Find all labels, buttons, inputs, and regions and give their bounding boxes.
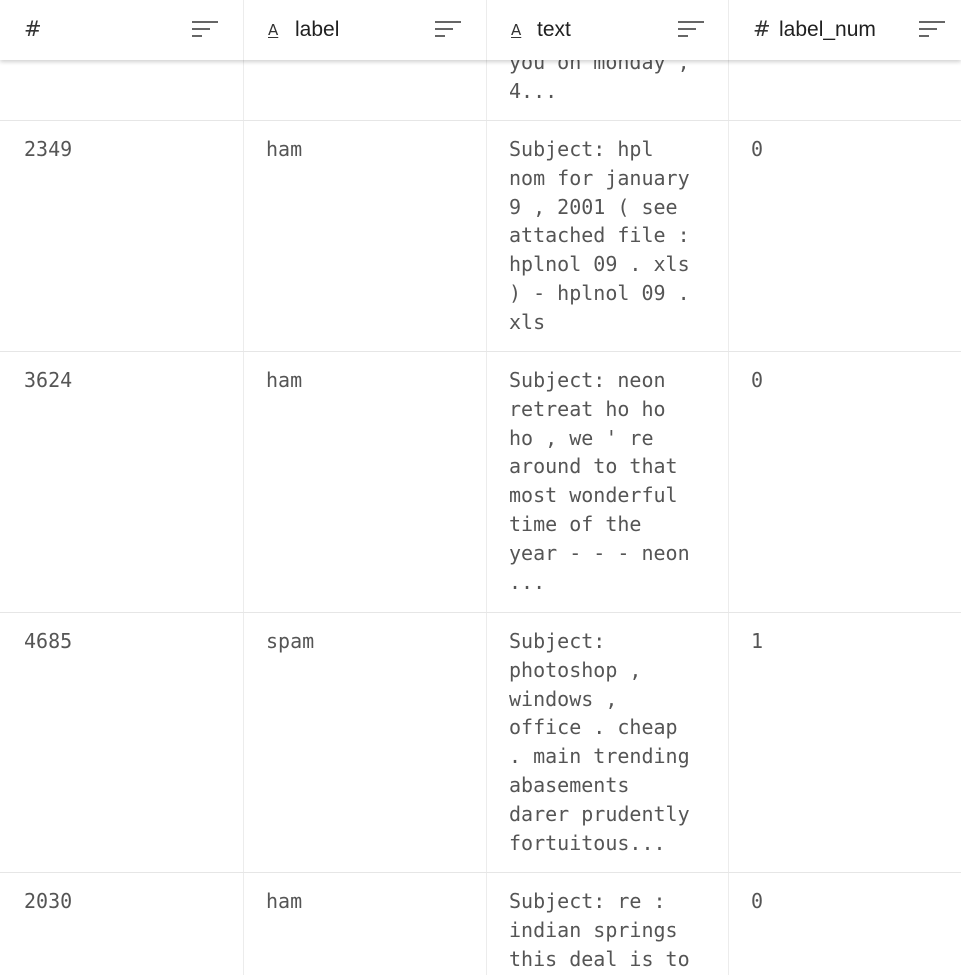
text-type-icon: A: [268, 21, 279, 39]
table-row: 2030 ham Subject: re : indian springs th…: [0, 873, 961, 975]
label-cell: ham: [266, 368, 303, 392]
text-cell: Subject: re : indian springs this deal i…: [509, 889, 690, 971]
text-cell: Subject: neon retreat ho ho ho , we ' re…: [509, 368, 690, 594]
index-cell: 3624: [24, 368, 73, 392]
text-cell: Subject: hpl nom for january 9 , 2001 ( …: [509, 137, 690, 334]
label-num-cell: 0: [751, 889, 764, 913]
table-row: 3624 ham Subject: neon retreat ho ho ho …: [0, 352, 961, 613]
column-header-text-col[interactable]: A text: [487, 0, 729, 60]
sort-icon[interactable]: [435, 20, 461, 38]
sort-icon[interactable]: [678, 20, 704, 38]
index-cell: 4685: [24, 629, 73, 653]
column-header-label: label: [295, 18, 340, 41]
column-header-label: label_num: [779, 18, 876, 41]
table-row: 4685 spam Subject: photoshop , windows ,…: [0, 613, 961, 873]
column-header-label-col[interactable]: A label: [244, 0, 487, 60]
index-cell: 2030: [24, 889, 73, 913]
number-type-icon: #: [753, 17, 771, 41]
sort-icon[interactable]: [192, 20, 218, 38]
sort-icon[interactable]: [919, 20, 945, 38]
number-type-icon: #: [24, 17, 42, 41]
label-num-cell: 0: [751, 137, 764, 161]
label-num-cell: 1: [751, 629, 764, 653]
column-header-label-num-col[interactable]: # label_num: [729, 0, 961, 60]
column-header-label: text: [537, 18, 571, 41]
label-num-cell: 0: [751, 368, 764, 392]
table-row: 2349 ham Subject: hpl nom for january 9 …: [0, 121, 961, 352]
index-cell: 2349: [24, 137, 73, 161]
label-cell: ham: [266, 889, 303, 913]
text-cell: Subject: photoshop , windows , office . …: [509, 629, 690, 855]
label-cell: ham: [266, 137, 303, 161]
column-header-index[interactable]: #: [0, 0, 244, 60]
text-type-icon: A: [511, 21, 522, 39]
table-header: # A label A text: [0, 0, 961, 60]
label-cell: spam: [266, 629, 315, 653]
